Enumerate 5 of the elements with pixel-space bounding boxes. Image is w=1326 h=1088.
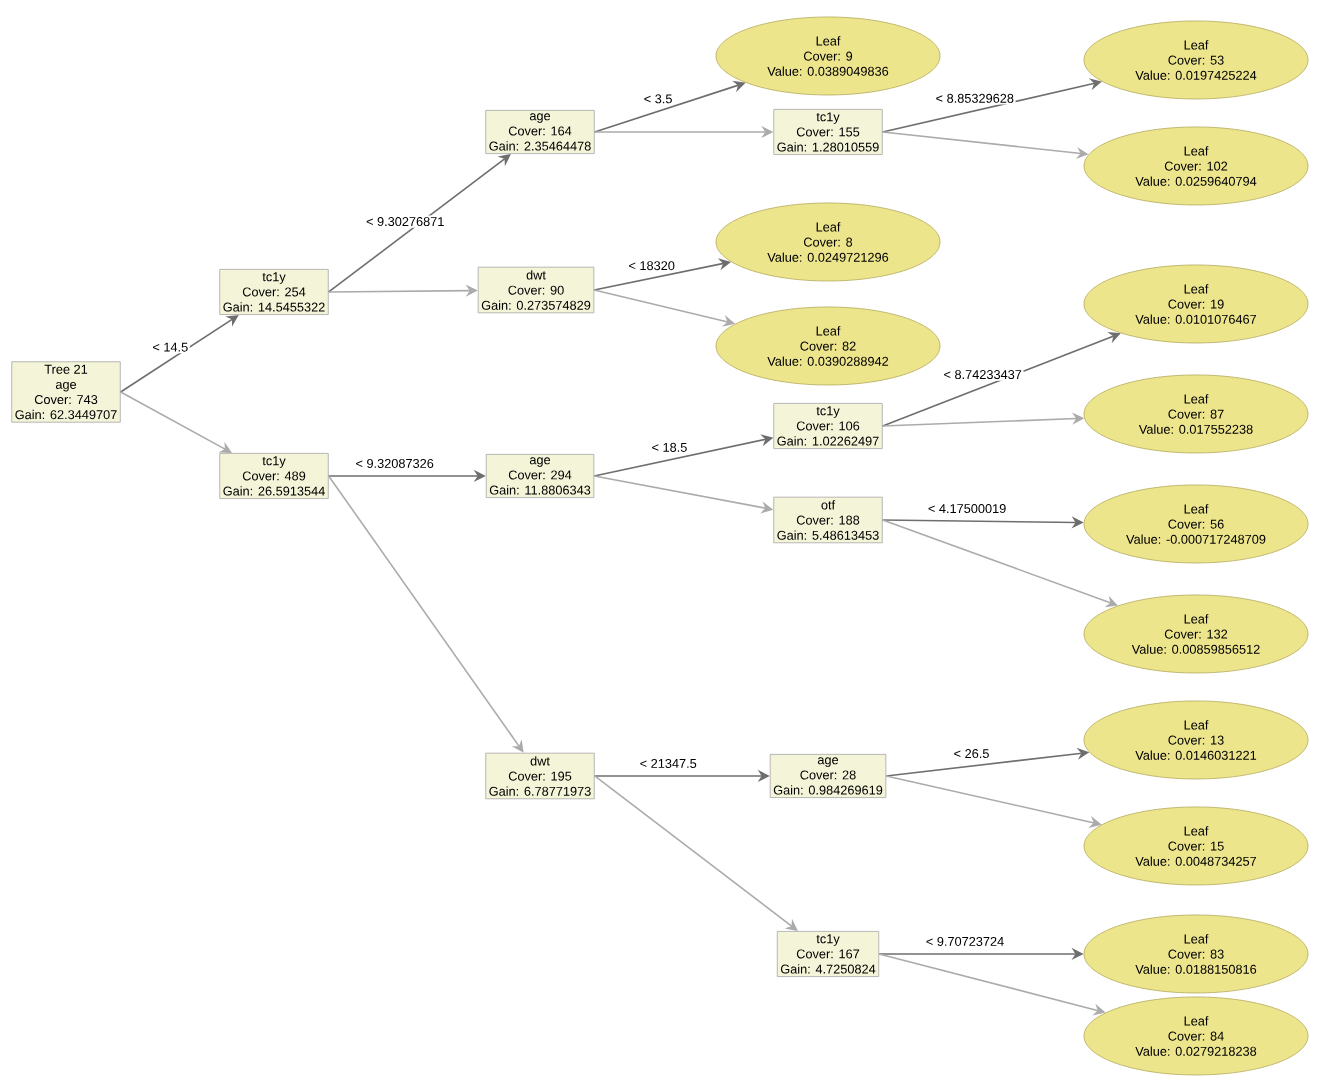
arrow <box>593 258 731 291</box>
arrow <box>327 475 524 753</box>
arrow <box>593 775 798 931</box>
arrow <box>327 154 511 293</box>
arrow <box>881 78 1102 133</box>
